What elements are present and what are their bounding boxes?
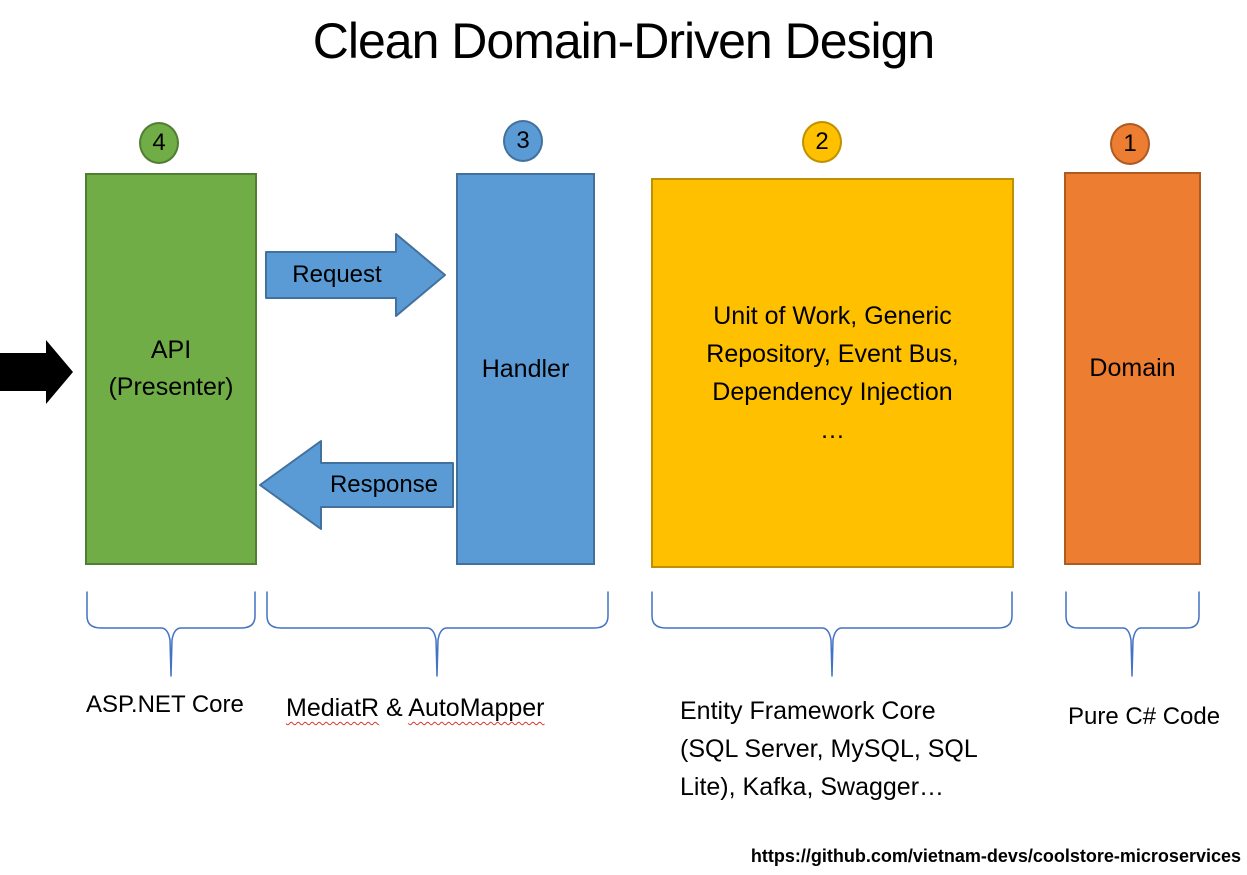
- request-arrow-icon: [265, 233, 446, 317]
- tech-ef-line1: Entity Framework Core: [680, 697, 936, 725]
- infrastructure-line4: …: [820, 416, 845, 444]
- tech-ef-line2: (SQL Server, MySQL, SQL: [680, 735, 978, 763]
- brace-infrastructure: [651, 591, 1013, 677]
- diagram-title: Clean Domain-Driven Design: [312, 13, 936, 69]
- api-presenter-box: API (Presenter): [85, 173, 257, 565]
- api-presenter-line1: API: [150, 336, 192, 364]
- tech-word-mediatr: MediatR: [286, 694, 380, 722]
- input-arrow-icon: [0, 340, 73, 404]
- tech-label-pure-csharp: Pure C# Code: [1068, 703, 1221, 730]
- layer-badge-3-number: 3: [516, 127, 530, 154]
- brace-handler: [266, 591, 609, 677]
- layer-badge-2: 2: [802, 121, 842, 163]
- request-arrow-label: Request: [292, 261, 382, 288]
- response-arrow-icon: [259, 440, 454, 530]
- layer-badge-1: 1: [1110, 123, 1150, 165]
- infrastructure-line1: Unit of Work, Generic: [713, 302, 952, 330]
- tech-label-entity-framework: Entity Framework Core (SQL Server, MySQL…: [680, 692, 1020, 806]
- tech-label-aspnet-core: ASP.NET Core: [86, 691, 244, 718]
- infrastructure-box: Unit of Work, Generic Repository, Event …: [651, 178, 1014, 568]
- layer-badge-2-number: 2: [815, 128, 829, 155]
- tech-ef-line3: Lite), Kafka, Swagger…: [680, 773, 945, 801]
- infrastructure-line2: Repository, Event Bus,: [706, 340, 959, 368]
- response-arrow-label: Response: [329, 471, 439, 498]
- domain-box: Domain: [1064, 172, 1201, 565]
- response-arrow: Response: [258, 438, 454, 532]
- layer-badge-1-number: 1: [1123, 130, 1137, 157]
- request-arrow: Request: [265, 232, 447, 318]
- tech-word-ampersand: &: [379, 694, 409, 722]
- layer-badge-4: 4: [139, 122, 179, 164]
- handler-box: Handler: [456, 173, 595, 565]
- handler-label: Handler: [481, 354, 570, 383]
- tech-label-mediatr-automapper: MediatR & AutoMapper: [286, 694, 544, 723]
- brace-domain: [1065, 591, 1200, 677]
- brace-api: [86, 591, 256, 677]
- api-presenter-line2: (Presenter): [108, 373, 234, 401]
- infrastructure-line3: Dependency Injection: [712, 378, 953, 406]
- domain-label: Domain: [1089, 354, 1176, 382]
- layer-badge-3: 3: [503, 120, 543, 162]
- tech-word-automapper: AutoMapper: [408, 694, 545, 722]
- github-url: https://github.com/vietnam-devs/coolstor…: [750, 846, 1241, 866]
- layer-badge-4-number: 4: [152, 129, 166, 156]
